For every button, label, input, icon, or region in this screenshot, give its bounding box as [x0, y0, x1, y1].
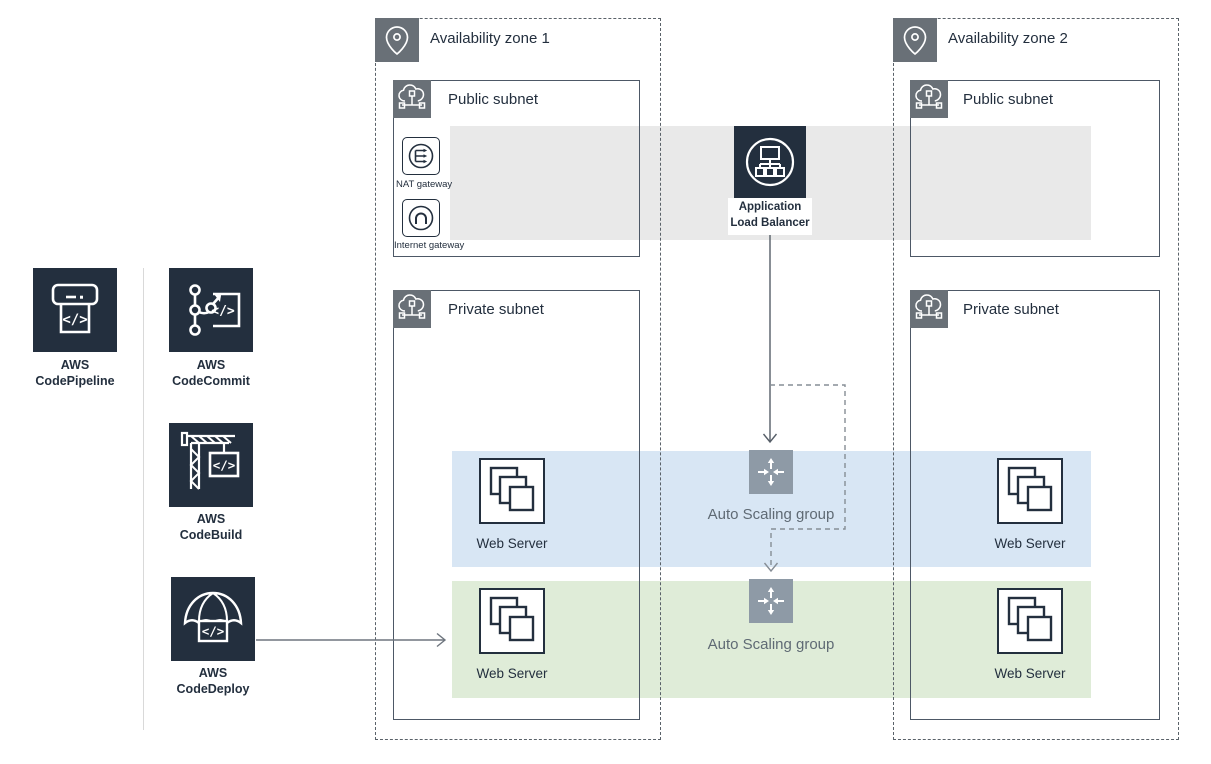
svg-text:</>: </> [202, 624, 225, 639]
nat-gateway-label: NAT gateway [396, 179, 453, 190]
web-server-label: Web Server [994, 666, 1066, 681]
aws-codedeploy-label: AWS CodeDeploy [158, 665, 268, 698]
subnet-icon [393, 290, 431, 328]
aws-codecommit-icon: </> [169, 268, 253, 352]
nat-gateway-icon [402, 137, 440, 175]
svg-text:</>: </> [211, 304, 235, 319]
aws-codepipeline-label: AWS CodePipeline [20, 357, 130, 390]
subnet-icon [393, 80, 431, 118]
web-server-icon [479, 588, 545, 654]
aws-codebuild-label: AWS CodeBuild [156, 511, 266, 544]
subnet-icon [910, 290, 948, 328]
alb-label-line1: Application [738, 201, 802, 213]
web-server-icon [997, 458, 1063, 524]
private-subnet-2-title: Private subnet [963, 301, 1059, 318]
availability-zone-pin-icon [375, 18, 419, 62]
application-load-balancer-icon [734, 126, 806, 198]
web-server-icon [997, 588, 1063, 654]
availability-zone-2-title: Availability zone 2 [948, 30, 1068, 47]
tool-label-line2: CodeCommit [172, 374, 250, 389]
application-load-balancer-label: Application Load Balancer [728, 198, 812, 236]
internet-gateway-icon [402, 199, 440, 237]
availability-zone-1-title: Availability zone 1 [430, 30, 550, 47]
public-subnet-1-title: Public subnet [448, 91, 539, 108]
aws-codebuild-icon: </> [169, 423, 253, 507]
availability-zone-pin-icon [893, 18, 937, 62]
tool-label-line1: AWS [196, 512, 226, 526]
auto-scaling-group-2-label: Auto Scaling group [707, 636, 835, 653]
tool-label-line1: AWS [60, 358, 90, 372]
public-subnet-2-box [910, 80, 1160, 257]
alb-to-asg1-arrowhead [762, 433, 778, 444]
web-server-icon [479, 458, 545, 524]
public-subnet-2-title: Public subnet [963, 91, 1054, 108]
tool-label-line1: AWS [196, 358, 226, 372]
auto-scaling-icon [749, 579, 793, 623]
auto-scaling-icon [749, 450, 793, 494]
aws-codecommit-label: AWS CodeCommit [156, 357, 266, 390]
availability-zone-2-box [893, 18, 1179, 740]
subnet-icon [910, 80, 948, 118]
tools-divider [143, 268, 144, 730]
tool-label-line1: AWS [198, 666, 228, 680]
aws-codepipeline-icon: </> [33, 268, 117, 352]
private-subnet-1-title: Private subnet [448, 301, 544, 318]
web-server-label: Web Server [476, 666, 548, 681]
private-subnet-2-box [910, 290, 1160, 720]
internet-gateway-label: Internet gateway [394, 240, 465, 251]
private-subnet-1-box [393, 290, 640, 720]
aws-codedeploy-icon: </> [171, 577, 255, 661]
tool-label-line2: CodeBuild [179, 528, 243, 543]
web-server-label: Web Server [476, 536, 548, 551]
tool-label-line2: CodePipeline [35, 374, 115, 389]
alb-label-line2: Load Balancer [730, 216, 810, 229]
tool-label-line2: CodeDeploy [176, 682, 250, 697]
web-server-label: Web Server [994, 536, 1066, 551]
auto-scaling-group-1-label: Auto Scaling group [707, 506, 835, 523]
svg-text:</>: </> [213, 458, 236, 473]
public-subnet-1-box [393, 80, 640, 257]
availability-zone-1-box [375, 18, 661, 740]
svg-text:</>: </> [62, 312, 87, 328]
